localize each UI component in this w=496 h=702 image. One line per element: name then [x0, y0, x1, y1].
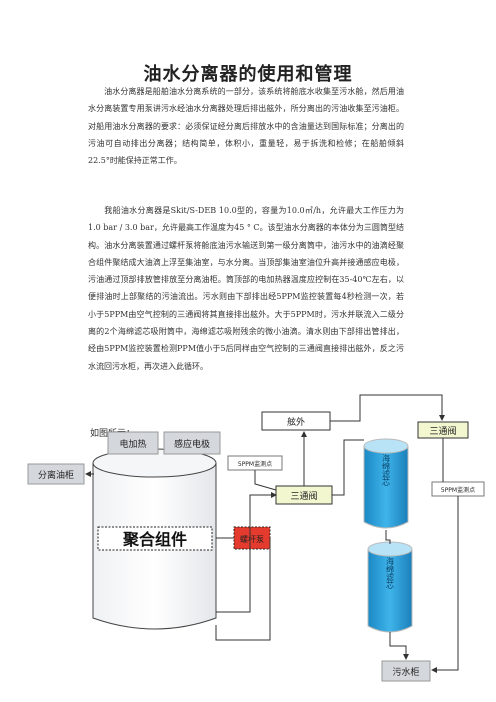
- three-way-valve-1-label: 三通阀: [290, 491, 317, 502]
- paragraph-intro-text: 油水分离器是船舶油水分离系统的一部分，该系统将舱底水收集至污水舱，然后用油水分离…: [88, 87, 404, 166]
- monitor-point-1-label: 5PPM监测点: [238, 460, 272, 468]
- monitor-point-2: 5PPM监测点: [431, 481, 485, 497]
- electrode-tag: 感应电极: [163, 431, 221, 455]
- coalescer-box: 聚合组件: [97, 526, 213, 551]
- three-way-valve-1: 三通阀: [275, 485, 333, 505]
- sponge-filter-2: 海绵滤芯: [367, 541, 413, 633]
- paragraph-intro: 油水分离器是船舶油水分离系统的一部分，该系统将舱底水收集至污水舱，然后用油水分离…: [88, 83, 404, 169]
- document-title: 油水分离器的使用和管理: [143, 64, 353, 85]
- oil-tank-label: 分离油柜: [38, 469, 74, 481]
- three-way-valve-2: 三通阀: [417, 421, 469, 439]
- electrode-label: 感应电极: [174, 438, 210, 450]
- paragraph-equipment-text: 我船油水分离器是Skit/S-DEB 10.0型的，容量为10.0㎥/h，允许最…: [88, 206, 404, 371]
- paragraph-equipment: 我船油水分离器是Skit/S-DEB 10.0型的，容量为10.0㎥/h，允许最…: [88, 202, 404, 375]
- sewage-tank-box: 污水柜: [381, 660, 431, 682]
- coalescer-label: 聚合组件: [122, 530, 187, 549]
- screw-pump-label: 螺杆泵: [240, 534, 264, 544]
- piping: [215, 394, 459, 673]
- overboard-box: 舷外: [261, 411, 331, 431]
- sponge-filter-1: 海绵滤芯: [363, 438, 409, 529]
- overboard-label: 舷外: [287, 416, 305, 428]
- heater-tag: 电加热: [107, 431, 159, 455]
- monitor-point-1: 5PPM监测点: [227, 455, 283, 471]
- oil-tank-box: 分离油柜: [27, 463, 85, 485]
- sponge-filter-2-label: 海绵滤芯: [386, 556, 395, 589]
- monitor-point-2-label: 5PPM监测点: [441, 486, 475, 494]
- three-way-valve-2-label: 三通阀: [429, 426, 456, 437]
- sponge-filter-1-label: 海绵滤芯: [382, 453, 391, 486]
- heater-label: 电加热: [119, 438, 146, 450]
- screw-pump-box: 螺杆泵: [233, 526, 271, 550]
- sewage-tank-label: 污水柜: [392, 666, 419, 678]
